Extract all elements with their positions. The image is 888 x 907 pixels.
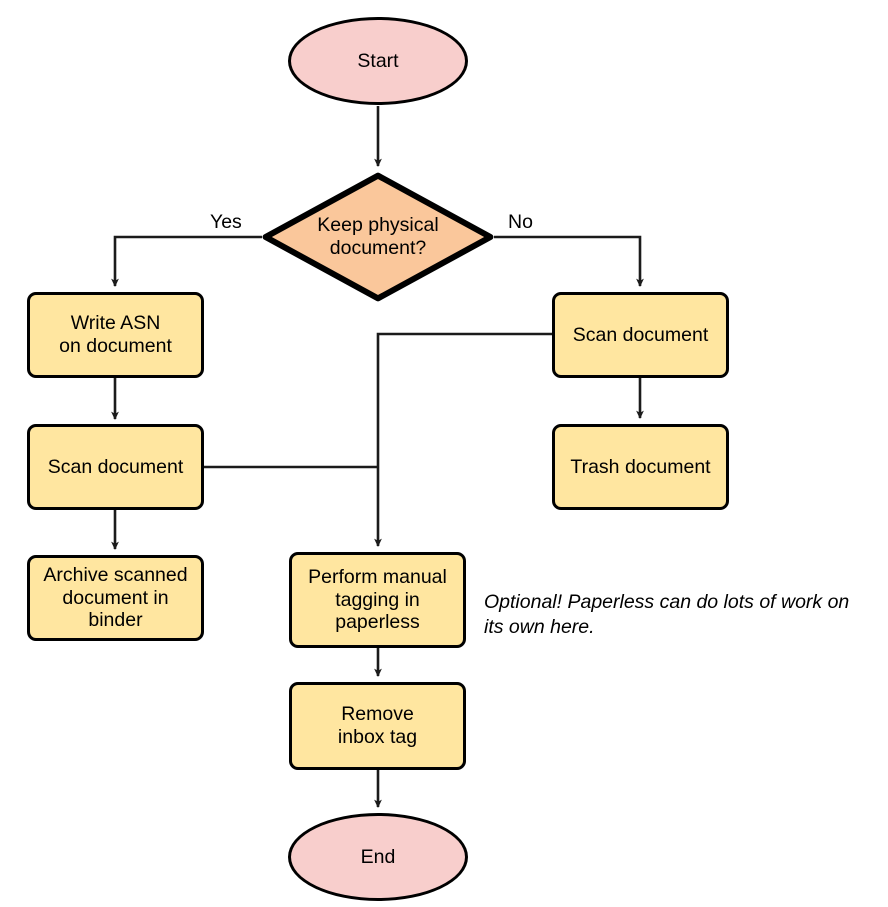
node-remove-inbox-tag-label: Remove inbox tag (337, 703, 418, 748)
decision-diamond-shape (262, 172, 494, 302)
node-end[interactable]: End (288, 813, 468, 901)
node-scan-document-left[interactable]: Scan document (27, 424, 204, 510)
edge-decision-yes-to-write-asn (111, 235, 262, 287)
node-archive-label: Archive scanned document in binder (43, 564, 188, 632)
node-scan-document-right[interactable]: Scan document (552, 292, 729, 378)
node-start[interactable]: Start (288, 17, 468, 105)
node-trash-document[interactable]: Trash document (552, 424, 729, 510)
node-decision-label: Keep physical document? (317, 214, 439, 259)
node-remove-inbox-tag[interactable]: Remove inbox tag (289, 682, 466, 770)
node-tagging-label: Perform manual tagging in paperless (308, 566, 447, 634)
node-end-label: End (360, 845, 396, 868)
node-perform-manual-tagging[interactable]: Perform manual tagging in paperless (289, 552, 466, 648)
edge-label-yes: Yes (210, 211, 242, 233)
node-archive-scanned-document[interactable]: Archive scanned document in binder (27, 555, 204, 641)
edge-label-no: No (508, 211, 533, 233)
annotation-optional-note: Optional! Paperless can do lots of work … (484, 591, 850, 638)
node-trash-document-label: Trash document (570, 455, 711, 478)
edge-decision-no-to-scan-right (494, 235, 644, 287)
node-scan-document-left-label: Scan document (47, 455, 184, 478)
edge-scan-right-to-tagging (374, 332, 552, 547)
node-write-asn-on-document[interactable]: Write ASN on document (27, 292, 204, 378)
node-scan-document-right-label: Scan document (572, 323, 709, 346)
node-write-asn-label: Write ASN on document (59, 312, 172, 357)
node-decision-keep-physical-document[interactable]: Keep physical document? (262, 172, 494, 302)
node-start-label: Start (357, 49, 399, 72)
